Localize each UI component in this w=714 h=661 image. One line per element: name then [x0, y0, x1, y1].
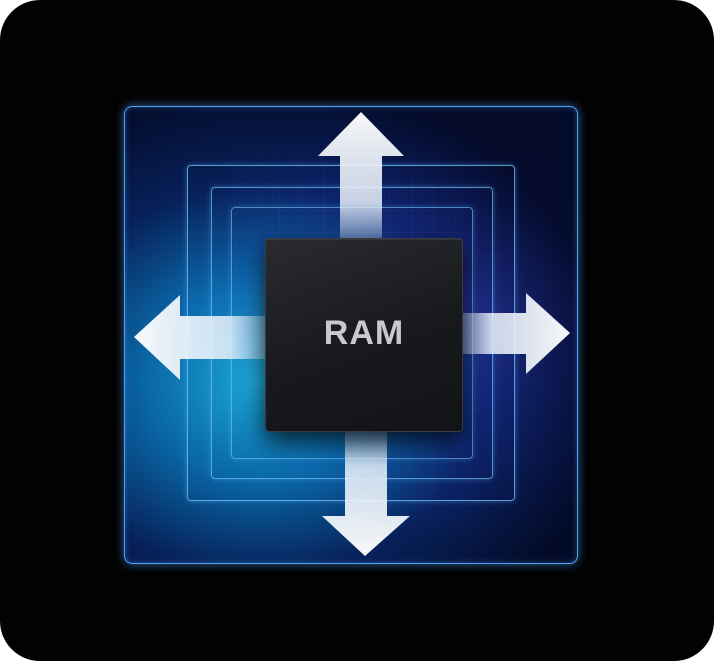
arrow-down-icon [322, 428, 410, 556]
arrow-right-icon [458, 293, 570, 374]
arrow-up-icon [318, 112, 404, 240]
arrow-left-icon [134, 295, 268, 380]
ram-chip: RAM [265, 238, 463, 432]
chip-label: RAM [324, 314, 404, 353]
